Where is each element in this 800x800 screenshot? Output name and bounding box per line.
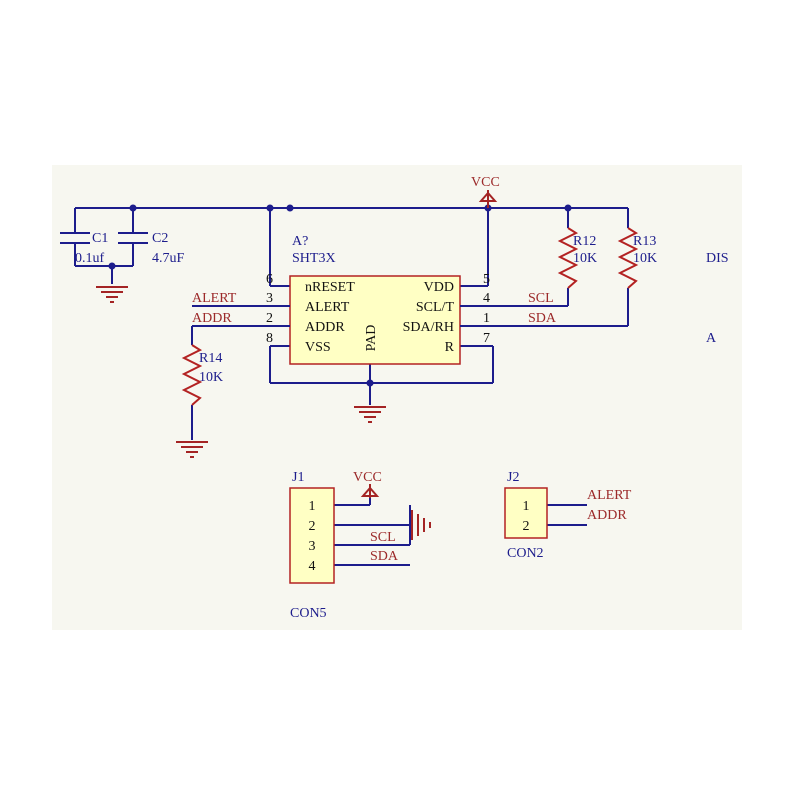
c1-value: 0.1uf bbox=[75, 251, 105, 266]
pin-number-vss: 8 bbox=[266, 331, 273, 346]
pin-name-sda: SDA/RH bbox=[403, 320, 454, 335]
pin-name-alert: ALERT bbox=[305, 300, 350, 315]
j1-pin-2: 2 bbox=[309, 519, 316, 534]
net-label-scl: SCL bbox=[528, 291, 554, 306]
sheet-background bbox=[52, 165, 742, 630]
pin-number-addr: 2 bbox=[266, 311, 273, 326]
ground-symbol-chip bbox=[354, 406, 386, 423]
j2-part-name: CON2 bbox=[507, 546, 544, 561]
j1-net-sda: SDA bbox=[370, 549, 399, 564]
j1-part-name: CON5 bbox=[290, 606, 327, 621]
connector-j1-body bbox=[289, 487, 335, 584]
c2-ref: C2 bbox=[152, 231, 168, 246]
vcc-arrow-j1 bbox=[360, 484, 380, 498]
j2-net-addr: ADDR bbox=[587, 508, 627, 523]
j1-pin-1: 1 bbox=[309, 499, 316, 514]
pin-name-vdd: VDD bbox=[424, 280, 454, 295]
pin-number-alert: 3 bbox=[266, 291, 273, 306]
r12-ref: R12 bbox=[573, 234, 596, 249]
pin-number-sda: 1 bbox=[483, 311, 490, 326]
j2-pin-2: 2 bbox=[523, 519, 530, 534]
pin-name-nreset: nRESET bbox=[305, 280, 355, 295]
vcc-label-main: VCC bbox=[471, 175, 500, 190]
c1-ref: C1 bbox=[92, 231, 108, 246]
j2-net-alert: ALERT bbox=[587, 488, 632, 503]
resistor-r13 bbox=[617, 227, 639, 289]
pin-name-r: R bbox=[445, 340, 455, 355]
connector-j2-body bbox=[504, 487, 548, 539]
net-label-alert: ALERT bbox=[192, 291, 237, 306]
chip-pad-label: PAD bbox=[364, 325, 379, 352]
resistor-r12 bbox=[557, 227, 579, 289]
j2-designator: J2 bbox=[507, 470, 519, 485]
vcc-arrow-main bbox=[478, 190, 498, 208]
r13-ref: R13 bbox=[633, 234, 656, 249]
j1-designator: J1 bbox=[292, 470, 304, 485]
net-label-sda: SDA bbox=[528, 311, 557, 326]
ground-symbol-r14 bbox=[176, 441, 208, 458]
j1-net-scl: SCL bbox=[370, 530, 396, 545]
pin-number-nreset: 6 bbox=[266, 272, 273, 287]
j1-pin-3: 3 bbox=[309, 539, 316, 554]
vcc-label-j1: VCC bbox=[353, 470, 382, 485]
pin-name-addr: ADDR bbox=[305, 320, 345, 335]
junction-dots bbox=[108, 204, 572, 387]
c2-value: 4.7uF bbox=[152, 251, 185, 266]
j1-pin-4: 4 bbox=[309, 559, 316, 574]
r14-ref: R14 bbox=[199, 351, 222, 366]
chip-body bbox=[289, 275, 461, 365]
pin-name-vss: VSS bbox=[305, 340, 331, 355]
capacitor-c1 bbox=[60, 232, 90, 244]
r12-value: 10K bbox=[573, 251, 597, 266]
r13-value: 10K bbox=[633, 251, 657, 266]
pin-number-scl: 4 bbox=[483, 291, 490, 306]
pin-number-vdd: 5 bbox=[483, 272, 490, 287]
r14-value: 10K bbox=[199, 370, 223, 385]
ground-symbol-j1 bbox=[411, 510, 431, 540]
pin-name-scl: SCL/T bbox=[416, 300, 455, 315]
j2-pin-1: 1 bbox=[523, 499, 530, 514]
chip-part-name: SHT3X bbox=[292, 251, 336, 266]
net-label-addr: ADDR bbox=[192, 311, 232, 326]
ground-symbol-caps bbox=[96, 286, 128, 303]
chip-pin-stubs bbox=[262, 305, 488, 327]
sheet-edge-label-1: DIS bbox=[706, 251, 729, 266]
chip-designator: A? bbox=[292, 234, 308, 249]
sheet-edge-label-2: A bbox=[706, 331, 717, 346]
resistor-r14 bbox=[181, 344, 203, 406]
pin-number-r: 7 bbox=[483, 331, 490, 346]
wires bbox=[74, 207, 629, 566]
capacitor-c2 bbox=[118, 232, 148, 244]
